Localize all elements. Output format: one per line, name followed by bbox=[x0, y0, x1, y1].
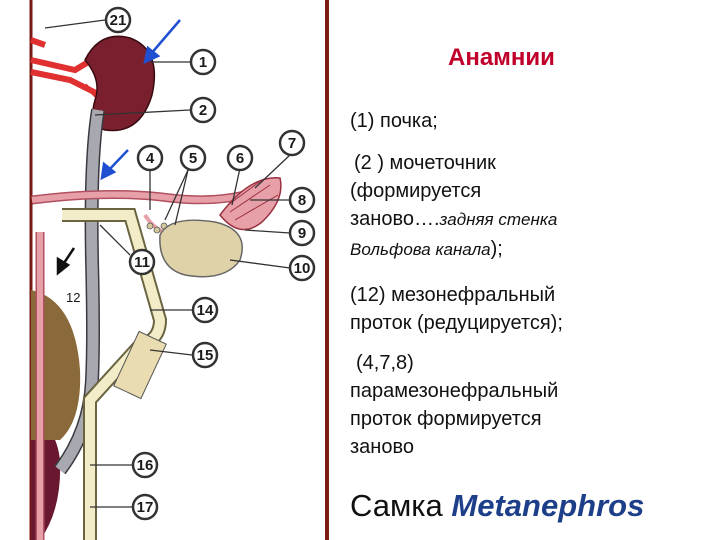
item-ureter-line2: (формируется bbox=[350, 180, 482, 202]
callout-14: 14 bbox=[191, 296, 219, 324]
black-arrow bbox=[56, 247, 76, 276]
callout-6: 6 bbox=[226, 144, 254, 172]
kidney bbox=[84, 35, 156, 132]
label-12: 12 bbox=[66, 290, 80, 305]
svg-text:14: 14 bbox=[197, 302, 214, 319]
item-ureter-italic1: задняя стенка bbox=[439, 210, 558, 229]
svg-text:10: 10 bbox=[294, 260, 311, 277]
svg-text:7: 7 bbox=[288, 135, 296, 152]
item-ureter-end: ); bbox=[490, 238, 503, 260]
arrows bbox=[100, 19, 181, 181]
caption: Самка Metanephros bbox=[350, 488, 644, 524]
item-paramesonephric-line3: проток формируется bbox=[350, 408, 542, 430]
item-paramesonephric-line4: заново bbox=[350, 436, 414, 458]
callout-2: 2 bbox=[189, 96, 217, 124]
callout-10: 10 bbox=[288, 254, 316, 282]
item-ureter-bold: заново…. bbox=[350, 208, 440, 230]
item-mesonephric-line2: проток (редуцируется); bbox=[350, 312, 563, 334]
callout-4: 4 bbox=[136, 144, 164, 172]
svg-text:5: 5 bbox=[189, 150, 197, 167]
bladder bbox=[159, 219, 243, 278]
svg-text:4: 4 bbox=[146, 150, 155, 167]
item-ureter-line4: Вольфова канала); bbox=[350, 236, 503, 263]
duct-segment bbox=[113, 330, 167, 400]
slide-title: Анамнии bbox=[448, 44, 555, 71]
svg-text:16: 16 bbox=[137, 457, 154, 474]
callout-21: 21 bbox=[104, 6, 132, 34]
ovary-folds bbox=[227, 179, 279, 221]
callout-15: 15 bbox=[191, 341, 219, 369]
callout-5: 5 bbox=[179, 144, 207, 172]
svg-text:11: 11 bbox=[134, 254, 150, 271]
caption-species: Metanephros bbox=[451, 488, 645, 523]
svg-text:2: 2 bbox=[199, 102, 207, 119]
item-ureter-line3: заново….задняя стенка bbox=[350, 206, 557, 233]
svg-text:1: 1 bbox=[199, 54, 207, 71]
item-mesonephric-line1: (12) мезонефральный bbox=[350, 284, 556, 306]
anatomy-diagram: 21 1 2 7 4 5 6 8 9 10 11 14 15 16 17 12 bbox=[29, 0, 329, 540]
callout-9: 9 bbox=[288, 219, 316, 247]
item-paramesonephric-line1: (4,7,8) bbox=[356, 352, 414, 374]
caption-main: Самка bbox=[350, 488, 443, 523]
leader-lines bbox=[44, 19, 291, 508]
callout-17: 17 bbox=[131, 493, 159, 521]
callout-16: 16 bbox=[131, 451, 159, 479]
svg-text:6: 6 bbox=[236, 150, 244, 167]
ovary-funnel bbox=[219, 177, 282, 231]
svg-text:8: 8 bbox=[298, 192, 306, 209]
left-tissue bbox=[31, 428, 61, 540]
callout-8: 8 bbox=[288, 186, 316, 214]
item-kidney: (1) почка; bbox=[350, 110, 438, 132]
svg-text:15: 15 bbox=[197, 347, 214, 364]
callout-7: 7 bbox=[278, 129, 306, 157]
svg-text:17: 17 bbox=[137, 499, 154, 516]
item-ureter-italic2: Вольфова канала bbox=[350, 240, 491, 259]
callout-11: 11 bbox=[128, 248, 156, 276]
item-paramesonephric-line2: парамезонефральный bbox=[350, 380, 559, 402]
svg-text:9: 9 bbox=[298, 225, 306, 242]
item-ureter-line1: (2 ) мочеточник bbox=[354, 152, 496, 174]
svg-text:21: 21 bbox=[110, 12, 127, 29]
callout-1: 1 bbox=[189, 48, 217, 76]
